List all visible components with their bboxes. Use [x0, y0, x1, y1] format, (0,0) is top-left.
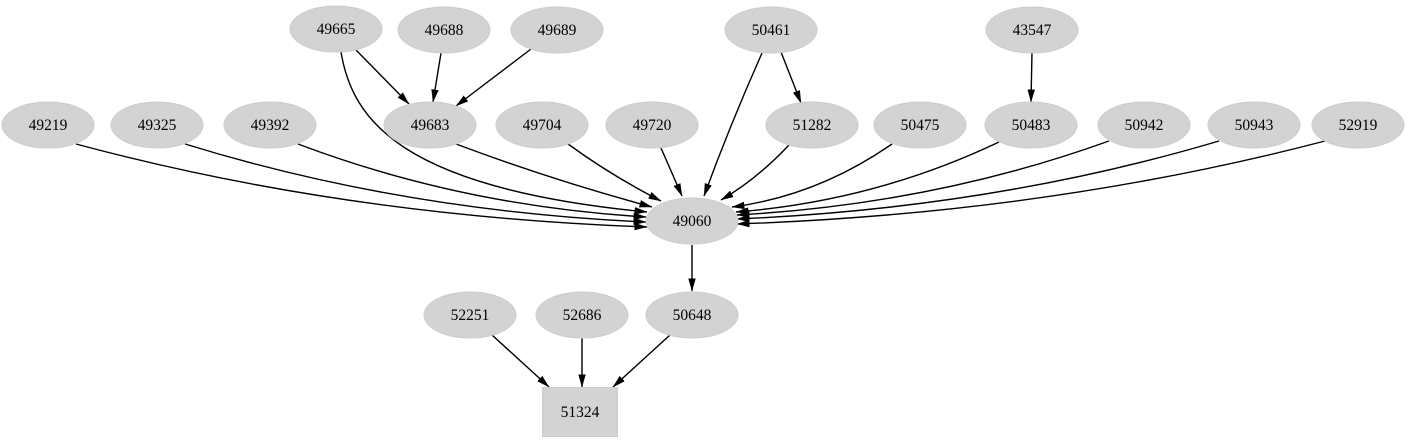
edge-52251-to-51324 [491, 334, 550, 388]
node-label-52251: 52251 [451, 307, 490, 324]
node-49665: 49665 [289, 5, 383, 53]
node-shape-ellipse [423, 291, 517, 339]
node-label-49704: 49704 [523, 117, 562, 134]
node-label-50461: 50461 [752, 22, 791, 39]
node-49704: 49704 [495, 101, 589, 149]
node-50483: 50483 [984, 101, 1078, 149]
node-label-50942: 50942 [1125, 117, 1164, 134]
node-label-49688: 49688 [425, 22, 464, 39]
edges-layer [75, 48, 1326, 388]
edge-51282-to-49060 [720, 144, 790, 201]
edge-50461-to-51282 [780, 51, 802, 104]
node-shape-ellipse [1311, 101, 1405, 149]
node-43547: 43547 [985, 6, 1079, 54]
node-shape-ellipse [645, 291, 739, 339]
node-shape-ellipse [605, 101, 699, 149]
node-51324: 51324 [542, 387, 618, 437]
node-shape-ellipse [1097, 101, 1191, 149]
node-49392: 49392 [223, 101, 317, 149]
edge-50942-to-49060 [736, 140, 1110, 218]
node-50943: 50943 [1207, 101, 1301, 149]
node-49683: 49683 [383, 101, 477, 149]
node-shape-ellipse [110, 101, 204, 149]
edge-50475-to-49060 [731, 143, 893, 210]
node-label-52919: 52919 [1339, 117, 1378, 134]
node-shape-ellipse [645, 197, 739, 245]
node-label-50648: 50648 [673, 307, 712, 324]
edge-49665-to-49683 [355, 49, 410, 105]
node-shape-ellipse [383, 101, 477, 149]
edge-50483-to-49060 [735, 141, 1000, 215]
node-49689: 49689 [510, 6, 604, 54]
edge-50943-to-49060 [736, 140, 1220, 223]
edge-49683-to-49060 [455, 143, 653, 208]
edge-49392-to-49060 [297, 143, 647, 220]
node-shape-ellipse [765, 101, 859, 149]
node-shape-ellipse [223, 101, 317, 149]
edge-49689-to-49683 [455, 48, 532, 107]
node-52919: 52919 [1311, 101, 1405, 149]
node-50942: 50942 [1097, 101, 1191, 149]
node-49060: 49060 [645, 197, 739, 245]
nodes-layer: 49665 49688 49689 50461 43547 49219 49325 49392… [1, 5, 1405, 437]
node-52251: 52251 [423, 291, 517, 339]
node-shape-ellipse [397, 6, 491, 54]
node-label-50483: 50483 [1012, 117, 1051, 134]
node-label-49060: 49060 [673, 213, 712, 230]
node-shape-ellipse [1207, 101, 1301, 149]
node-50648: 50648 [645, 291, 739, 339]
edge-49665-to-49060 [340, 51, 648, 215]
node-49720: 49720 [605, 101, 699, 149]
node-label-49665: 49665 [317, 21, 356, 38]
node-label-49689: 49689 [538, 22, 577, 39]
node-50461: 50461 [724, 6, 818, 54]
node-49219: 49219 [1, 101, 95, 149]
node-shape-ellipse [535, 291, 629, 339]
node-shape-ellipse [984, 101, 1078, 149]
node-50475: 50475 [873, 101, 967, 149]
node-51282: 51282 [765, 101, 859, 149]
node-shape-ellipse [1, 101, 95, 149]
edge-50648-to-51324 [612, 334, 671, 388]
node-label-51282: 51282 [793, 117, 832, 134]
node-label-52686: 52686 [563, 307, 602, 324]
node-label-49219: 49219 [29, 117, 68, 134]
node-label-49683: 49683 [411, 117, 450, 134]
node-label-51324: 51324 [561, 404, 600, 421]
edge-49688-to-49683 [431, 52, 442, 103]
edge-52919-to-49060 [736, 140, 1326, 228]
node-shape-rect [542, 387, 618, 437]
edge-43547-to-50483 [1027, 51, 1035, 103]
node-49688: 49688 [397, 6, 491, 54]
node-label-43547: 43547 [1013, 22, 1052, 39]
node-shape-ellipse [495, 101, 589, 149]
node-shape-ellipse [289, 5, 383, 53]
node-label-49720: 49720 [633, 117, 672, 134]
node-shape-ellipse [985, 6, 1079, 54]
node-label-50943: 50943 [1235, 117, 1274, 134]
node-52686: 52686 [535, 291, 629, 339]
node-shape-ellipse [724, 6, 818, 54]
edge-49325-to-49060 [184, 143, 647, 226]
node-label-50475: 50475 [901, 117, 940, 134]
node-shape-ellipse [873, 101, 967, 149]
edge-50461-to-49060 [703, 52, 763, 197]
node-label-49392: 49392 [251, 117, 290, 134]
edge-49704-to-49060 [567, 143, 662, 202]
edge-49219-to-49060 [75, 143, 648, 231]
node-49325: 49325 [110, 101, 204, 149]
node-label-49325: 49325 [138, 117, 177, 134]
node-shape-ellipse [510, 6, 604, 54]
edge-49720-to-49060 [660, 147, 683, 197]
